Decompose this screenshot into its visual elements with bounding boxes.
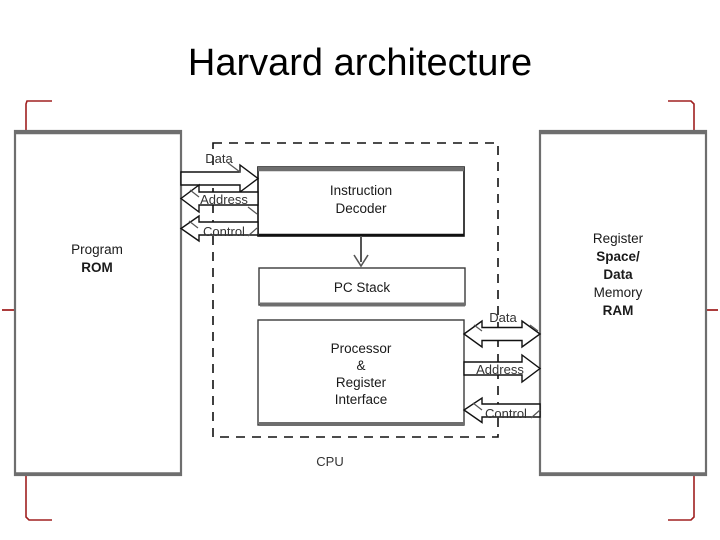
processor-line-0: Processor bbox=[331, 341, 392, 356]
bus-left-control-label: Control bbox=[203, 224, 245, 239]
register-space-block: Register Space/ Data Memory RAM bbox=[538, 129, 708, 477]
processor-line-2: Register bbox=[336, 375, 387, 390]
program-rom-line-1: ROM bbox=[81, 260, 113, 275]
bus-left-data-label: Data bbox=[205, 151, 233, 166]
register-space-line-2: Data bbox=[603, 267, 633, 282]
decoder-to-pcstack-connector bbox=[353, 236, 369, 268]
bus-right-data-label: Data bbox=[489, 310, 517, 325]
program-rom-line-0: Program bbox=[71, 242, 123, 257]
bus-left-control-arrow bbox=[179, 214, 259, 243]
bus-right-address-label: Address bbox=[476, 362, 524, 377]
processor-register-interface-block: Processor & Register Interface bbox=[257, 319, 465, 426]
bracket-top-left bbox=[25, 100, 52, 131]
bracket-top-right bbox=[668, 100, 695, 131]
bus-right-address-arrow bbox=[463, 353, 542, 384]
bus-left-data-callout: Data bbox=[205, 151, 241, 173]
processor-line-3: Interface bbox=[335, 392, 388, 407]
cpu-boundary-label: CPU bbox=[316, 454, 343, 469]
bus-right-control-arrow bbox=[462, 396, 541, 424]
bus-left-data-arrow bbox=[180, 163, 260, 194]
instruction-decoder-line-1: Decoder bbox=[335, 201, 387, 216]
bus-right-data-arrow bbox=[462, 319, 542, 349]
bus-right-address-callout: Address bbox=[476, 362, 524, 377]
register-space-line-0: Register bbox=[593, 231, 644, 246]
instruction-decoder-block: Instruction Decoder bbox=[257, 166, 465, 237]
bus-right-control-callout: Control bbox=[472, 402, 541, 421]
page-title: Harvard architecture bbox=[187, 42, 533, 84]
register-space-line-3: Memory bbox=[594, 285, 643, 300]
processor-line-1: & bbox=[356, 358, 365, 373]
bus-left-address-arrow bbox=[179, 183, 259, 214]
bus-right-control-label: Control bbox=[485, 406, 527, 421]
register-space-line-4: RAM bbox=[603, 303, 634, 318]
pc-stack-line-0: PC Stack bbox=[334, 280, 391, 295]
bus-left-control-callout: Control bbox=[188, 220, 258, 239]
bus-right-data-callout: Data bbox=[473, 310, 539, 332]
bus-left-address-callout: Address bbox=[189, 189, 258, 215]
bus-left-address-label: Address bbox=[200, 192, 248, 207]
program-rom-block: Program ROM bbox=[13, 129, 183, 477]
register-space-line-1: Space/ bbox=[596, 249, 640, 264]
instruction-decoder-line-0: Instruction bbox=[330, 183, 392, 198]
pc-stack-block: PC Stack bbox=[258, 267, 466, 307]
cpu-boundary-box bbox=[212, 142, 499, 438]
